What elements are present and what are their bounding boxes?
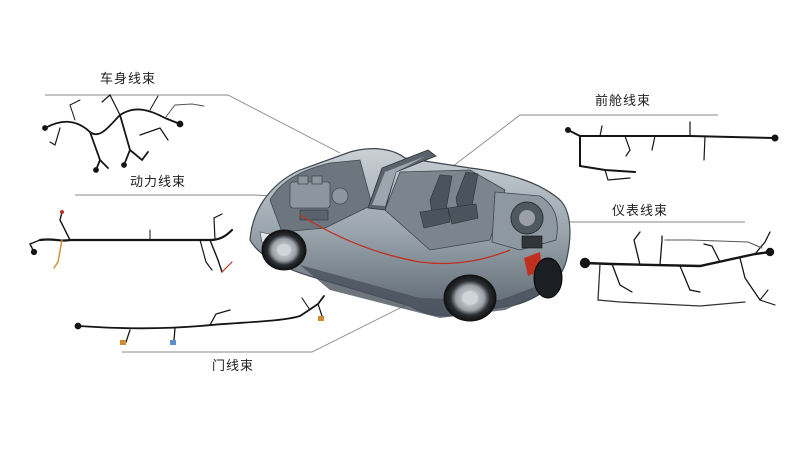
label-powertrain-harness: 动力线束 — [130, 175, 187, 190]
engine-block — [289, 175, 349, 221]
leader-line-front — [447, 114, 718, 171]
label-instrument-harness: 仪表线束 — [612, 204, 669, 219]
front-compartment-harness — [565, 121, 779, 181]
seats — [419, 171, 479, 229]
rear-wheel — [443, 274, 497, 322]
leader-line-door — [122, 297, 421, 353]
car-illustration — [249, 148, 571, 322]
door-harness — [74, 295, 325, 345]
rear-right-wheel — [533, 257, 563, 299]
car-internal-harness — [299, 214, 511, 265]
label-front-compartment-harness: 前舱线束 — [595, 94, 652, 109]
front-wheel — [261, 229, 307, 271]
label-body-harness: 车身线束 — [100, 72, 157, 87]
body-harness — [42, 94, 205, 173]
label-door-harness: 门线束 — [212, 359, 255, 374]
battery — [521, 235, 543, 249]
powertrain-harness — [29, 210, 234, 273]
leader-line-body — [45, 94, 341, 154]
windshield-glass — [372, 156, 426, 206]
instrument-harness — [579, 231, 776, 307]
